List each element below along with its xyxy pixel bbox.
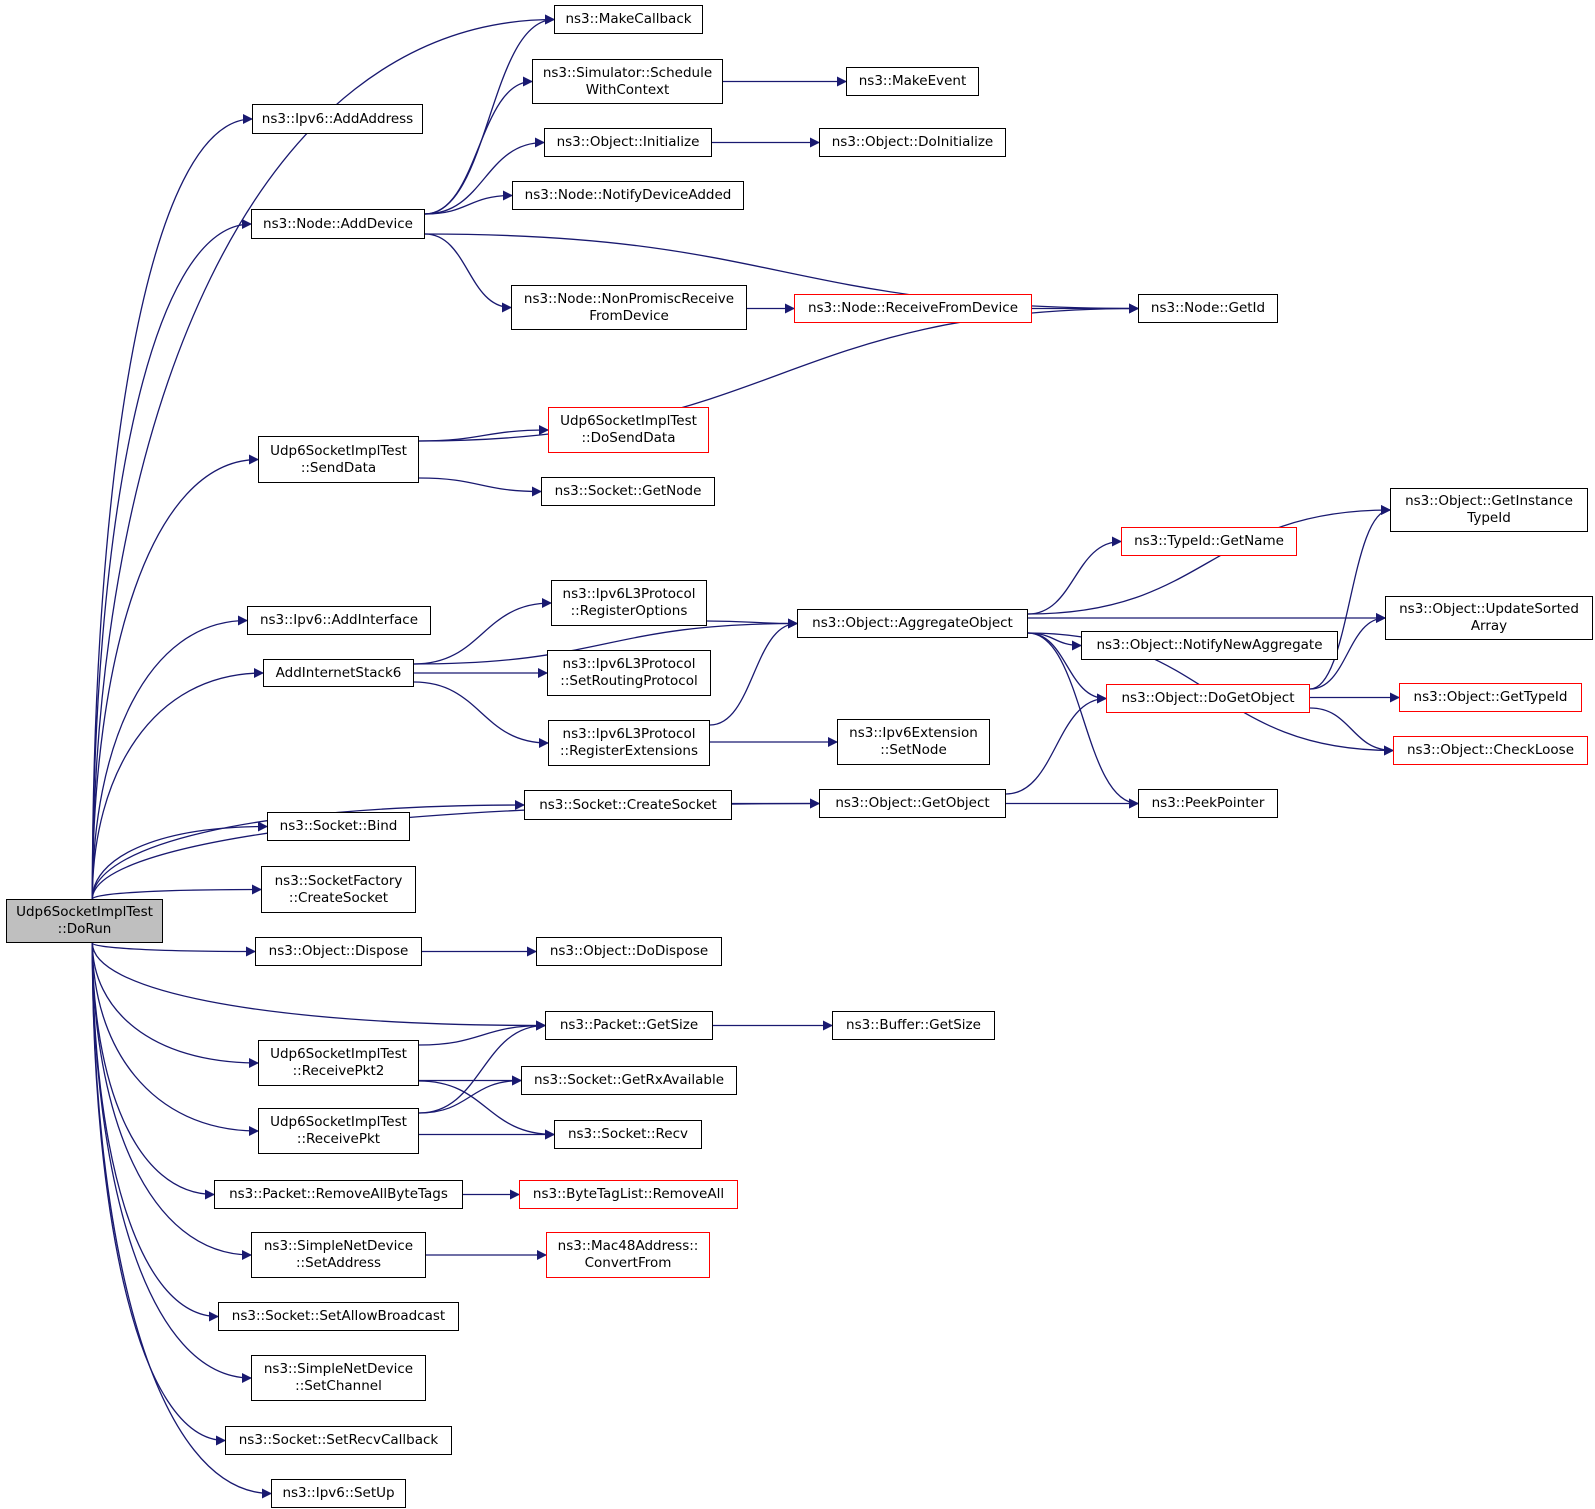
graph-node-packet-removeallbytetags[interactable]: ns3::Packet::RemoveAllByteTags	[214, 1180, 463, 1209]
edge-object-aggregateobject-to-peek-pointer	[1027, 632, 1139, 809]
edge-add-internet-stack6-to-ipv6l3-registerext	[413, 681, 549, 748]
graph-node-ipv6l3-registerext[interactable]: ns3::Ipv6L3Protocol ::RegisterExtensions	[548, 720, 710, 766]
edge-receive-pkt2-to-packet-getsize	[418, 1020, 546, 1046]
graph-node-ipv6-setup[interactable]: ns3::Ipv6::SetUp	[271, 1479, 406, 1508]
graph-node-object-updatesortedarray[interactable]: ns3::Object::UpdateSorted Array	[1385, 596, 1593, 640]
graph-node-ipv6-addinterface[interactable]: ns3::Ipv6::AddInterface	[247, 606, 431, 635]
graph-node-node-getid[interactable]: ns3::Node::GetId	[1138, 294, 1278, 323]
edge-object-aggregateobject-to-object-getinstancetypeid	[1027, 505, 1391, 615]
graph-node-simplenetdevice-setaddress[interactable]: ns3::SimpleNetDevice ::SetAddress	[251, 1232, 426, 1278]
edge-dorun-to-simplenetdevice-setaddress	[91, 942, 252, 1260]
graph-node-socket-setrecvcallback[interactable]: ns3::Socket::SetRecvCallback	[225, 1426, 452, 1455]
edge-dorun-to-ipv6-addinterface	[91, 615, 248, 900]
graph-node-make-event[interactable]: ns3::MakeEvent	[846, 67, 979, 96]
edge-dorun-to-receive-pkt	[91, 942, 259, 1136]
edge-dorun-to-send-data	[91, 454, 259, 900]
edge-dorun-to-add-internet-stack6	[91, 668, 264, 900]
graph-node-bytetaglist-removeall[interactable]: ns3::ByteTagList::RemoveAll	[519, 1180, 738, 1209]
edge-dorun-to-socket-bind	[91, 821, 268, 900]
graph-node-object-getinstancetypeid[interactable]: ns3::Object::GetInstance TypeId	[1390, 488, 1588, 532]
graph-node-object-doinitialize[interactable]: ns3::Object::DoInitialize	[819, 128, 1006, 157]
graph-node-peek-pointer[interactable]: ns3::PeekPointer	[1138, 789, 1278, 818]
edge-send-data-to-doSendData	[418, 425, 549, 442]
graph-node-socket-createsocket[interactable]: ns3::Socket::CreateSocket	[524, 790, 732, 820]
graph-node-node-notifydeviceadded[interactable]: ns3::Node::NotifyDeviceAdded	[512, 181, 744, 210]
graph-node-node-receivefromdevice[interactable]: ns3::Node::ReceiveFromDevice	[794, 294, 1032, 323]
edge-object-dogetobject-to-object-updatesortedarray	[1309, 613, 1386, 690]
graph-node-receive-pkt2[interactable]: Udp6SocketImplTest ::ReceivePkt2	[258, 1040, 419, 1086]
edge-object-getobject-to-object-dogetobject	[1005, 693, 1107, 795]
graph-node-packet-getsize[interactable]: ns3::Packet::GetSize	[545, 1011, 713, 1040]
graph-node-add-internet-stack6[interactable]: AddInternetStack6	[263, 659, 414, 687]
edge-object-aggregateobject-to-typeid-getname	[1027, 536, 1122, 615]
graph-node-object-getobject[interactable]: ns3::Object::GetObject	[819, 789, 1006, 818]
edge-node-adddevice-to-object-initialize	[424, 137, 545, 215]
graph-node-ipv6extension-setnode[interactable]: ns3::Ipv6Extension ::SetNode	[837, 719, 990, 765]
graph-node-ipv6-addaddress[interactable]: ns3::Ipv6::AddAddress	[252, 104, 423, 134]
edge-send-data-to-socket-getnode	[418, 477, 542, 497]
edge-ipv6l3-registerext-to-object-aggregateobject	[709, 618, 798, 726]
graph-node-socket-bind[interactable]: ns3::Socket::Bind	[267, 812, 410, 841]
graph-node-socket-setallowbroadcast[interactable]: ns3::Socket::SetAllowBroadcast	[218, 1302, 459, 1331]
graph-node-socketfactory-createsocket[interactable]: ns3::SocketFactory ::CreateSocket	[261, 866, 416, 913]
graph-node-object-initialize[interactable]: ns3::Object::Initialize	[544, 128, 712, 157]
edge-dorun-to-packet-removeallbytetags	[91, 942, 215, 1200]
edge-dorun-to-node-adddevice	[91, 219, 252, 900]
graph-node-object-gettypeid[interactable]: ns3::Object::GetTypeId	[1399, 683, 1582, 712]
graph-node-simplenetdevice-setchannel[interactable]: ns3::SimpleNetDevice ::SetChannel	[251, 1355, 426, 1401]
edge-dorun-to-ipv6-addaddress	[91, 114, 253, 900]
edge-dorun-to-socket-createsocket	[91, 800, 525, 900]
edge-node-adddevice-to-node-nonpromisc	[424, 233, 512, 313]
graph-node-dorun: Udp6SocketImplTest ::DoRun	[6, 899, 163, 943]
edge-dorun-to-object-dispose	[91, 942, 256, 957]
edge-receive-pkt2-to-socket-recv	[418, 1080, 555, 1140]
edge-dorun-to-packet-getsize	[91, 942, 546, 1031]
graph-node-buffer-getsize[interactable]: ns3::Buffer::GetSize	[832, 1011, 995, 1040]
edge-dorun-to-socketfactory-createsocket	[91, 884, 262, 900]
graph-node-receive-pkt[interactable]: Udp6SocketImplTest ::ReceivePkt	[258, 1108, 419, 1154]
edge-add-internet-stack6-to-object-aggregateobject	[413, 618, 798, 665]
graph-node-object-dogetobject[interactable]: ns3::Object::DoGetObject	[1106, 684, 1310, 713]
graph-node-socket-recv[interactable]: ns3::Socket::Recv	[554, 1120, 702, 1149]
graph-node-object-notifynewaggregate[interactable]: ns3::Object::NotifyNewAggregate	[1081, 631, 1338, 660]
graph-node-object-aggregateobject[interactable]: ns3::Object::AggregateObject	[797, 609, 1028, 638]
graph-node-socket-getnode[interactable]: ns3::Socket::GetNode	[541, 477, 715, 506]
graph-node-typeid-getname[interactable]: ns3::TypeId::GetName	[1121, 527, 1297, 556]
edge-layer	[91, 14, 1400, 1499]
edge-add-internet-stack6-to-ipv6l3-registeroptions	[413, 598, 552, 665]
edge-node-adddevice-to-node-notifydeviceadded	[424, 190, 513, 215]
edge-receive-pkt-to-packet-getsize	[418, 1020, 546, 1114]
graph-node-object-checkloose[interactable]: ns3::Object::CheckLoose	[1393, 736, 1588, 765]
graph-node-node-adddevice[interactable]: ns3::Node::AddDevice	[251, 209, 425, 239]
edge-dorun-to-ipv6-setup	[91, 942, 272, 1499]
graph-node-ipv6l3-registeroptions[interactable]: ns3::Ipv6L3Protocol ::RegisterOptions	[551, 580, 707, 626]
edge-node-adddevice-to-simulator-schedule	[424, 76, 533, 215]
graph-node-simulator-schedule[interactable]: ns3::Simulator::Schedule WithContext	[532, 59, 723, 104]
graph-node-ipv6l3-setrouting[interactable]: ns3::Ipv6L3Protocol ::SetRoutingProtocol	[547, 650, 711, 696]
edge-dorun-to-simplenetdevice-setchannel	[91, 942, 252, 1383]
graph-node-socket-getrxavailable[interactable]: ns3::Socket::GetRxAvailable	[521, 1066, 737, 1095]
edge-object-dogetobject-to-object-checkloose	[1309, 707, 1394, 756]
edge-dorun-to-make-callback	[91, 14, 555, 900]
graph-node-node-nonpromisc[interactable]: ns3::Node::NonPromiscReceive FromDevice	[511, 285, 747, 330]
graph-node-send-data[interactable]: Udp6SocketImplTest ::SendData	[258, 436, 419, 483]
graph-node-object-dispose[interactable]: ns3::Object::Dispose	[255, 937, 422, 966]
graph-node-make-callback[interactable]: ns3::MakeCallback	[554, 5, 703, 34]
graph-node-doSendData[interactable]: Udp6SocketImplTest ::DoSendData	[548, 407, 709, 453]
edge-object-dogetobject-to-object-getinstancetypeid	[1309, 505, 1391, 690]
edge-ipv6l3-registeroptions-to-object-aggregateobject	[706, 618, 798, 629]
graph-node-mac48-convertfrom[interactable]: ns3::Mac48Address:: ConvertFrom	[546, 1232, 710, 1278]
edge-receive-pkt-to-socket-getrxavailable	[418, 1075, 522, 1114]
graph-node-object-dodispose[interactable]: ns3::Object::DoDispose	[536, 937, 722, 966]
edge-dorun-to-socket-setrecvcallback	[91, 942, 226, 1446]
edge-dorun-to-receive-pkt2	[91, 942, 259, 1068]
